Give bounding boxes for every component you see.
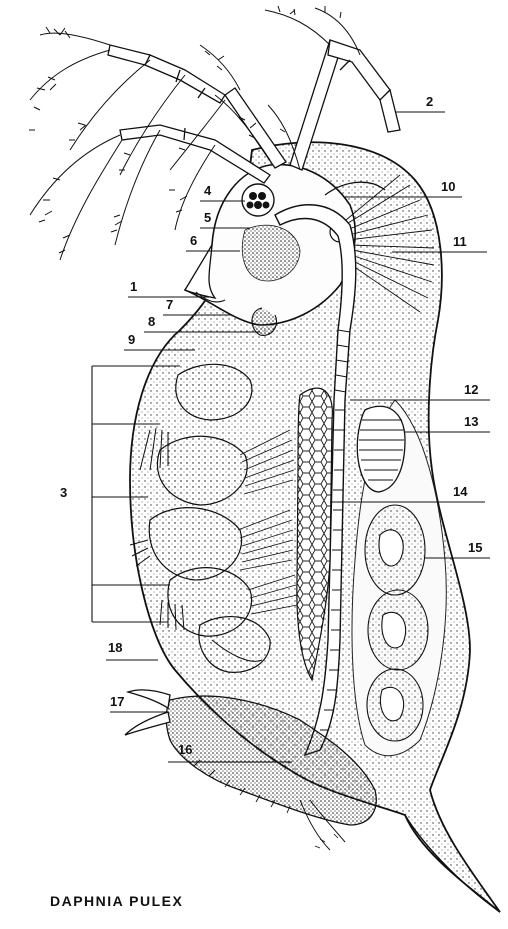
- embryos: [365, 505, 428, 741]
- label-18: 18: [108, 640, 122, 655]
- label-9: 9: [128, 332, 135, 347]
- label-5: 5: [204, 210, 211, 225]
- label-16: 16: [178, 742, 192, 757]
- label-12: 12: [464, 382, 478, 397]
- label-15: 15: [468, 540, 482, 555]
- label-3: 3: [60, 485, 67, 500]
- label-13: 13: [464, 414, 478, 429]
- label-14: 14: [453, 484, 468, 499]
- label-6: 6: [190, 233, 197, 248]
- label-1: 1: [130, 279, 137, 294]
- label-2: 2: [426, 94, 433, 109]
- label-8: 8: [148, 314, 155, 329]
- label-7: 7: [166, 297, 173, 312]
- label-4: 4: [204, 183, 212, 198]
- figure-title: DAPHNIA PULEX: [50, 893, 183, 909]
- label-17: 17: [110, 694, 124, 709]
- label-10: 10: [441, 179, 455, 194]
- label-11: 11: [453, 234, 467, 249]
